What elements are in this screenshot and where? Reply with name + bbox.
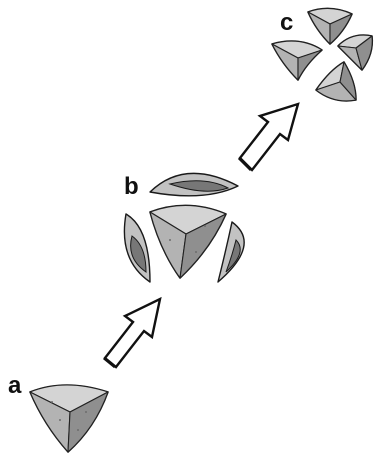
label-c: c [280, 9, 293, 36]
label-b: b [124, 173, 139, 200]
crystal-c-top [308, 8, 352, 44]
arrow-b-to-c [239, 104, 298, 170]
crystal-c-left [272, 41, 322, 80]
arrow-a-to-b [104, 299, 160, 367]
label-a: a [8, 372, 22, 399]
stage-b-fragments [124, 173, 244, 282]
stage-a-crystal [30, 385, 108, 452]
crystal-c-bottom [316, 62, 356, 101]
